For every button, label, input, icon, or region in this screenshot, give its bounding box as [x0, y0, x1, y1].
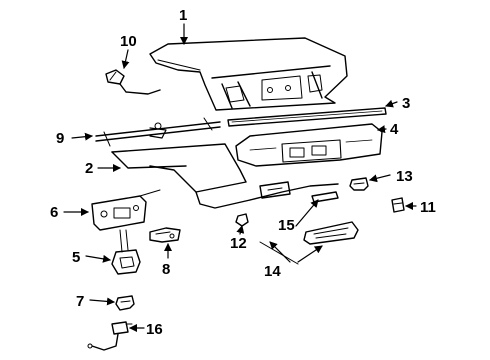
clip — [235, 213, 249, 227]
callout-16: 16 — [146, 321, 163, 338]
latch — [111, 229, 141, 275]
bracket — [311, 191, 339, 203]
callout-3: 3 — [402, 95, 410, 112]
callout-10: 10 — [120, 33, 137, 50]
callout-14: 14 — [264, 263, 281, 280]
callout-4: 4 — [390, 121, 399, 138]
callout-15: 15 — [278, 217, 295, 234]
callout-7: 7 — [76, 293, 84, 310]
trunk-lid — [149, 37, 348, 111]
bumper-stop — [349, 177, 369, 191]
switch — [149, 227, 181, 243]
callout-2: 2 — [85, 160, 93, 177]
callout-8: 8 — [162, 261, 170, 278]
hinge-rod — [95, 117, 221, 147]
leader-lines — [63, 23, 417, 332]
callout-11: 11 — [420, 199, 436, 216]
callout-9: 9 — [56, 130, 64, 147]
license-panel — [235, 123, 383, 167]
callout-13: 13 — [396, 168, 413, 185]
weatherstrip — [111, 143, 339, 209]
molding-strip — [227, 107, 387, 127]
key-cylinder — [87, 321, 133, 351]
callout-5: 5 — [72, 249, 80, 266]
lock-housing — [91, 189, 161, 231]
striker — [115, 295, 135, 311]
handle-lamp — [303, 221, 359, 245]
rod-clip — [259, 181, 291, 199]
callout-labels: 1 10 3 4 9 2 13 11 6 15 12 5 8 14 7 16 — [50, 7, 436, 338]
grommet — [391, 197, 405, 213]
callout-6: 6 — [50, 204, 58, 221]
release-cable — [105, 69, 161, 95]
callout-12: 12 — [230, 235, 247, 252]
callout-1: 1 — [179, 7, 187, 24]
